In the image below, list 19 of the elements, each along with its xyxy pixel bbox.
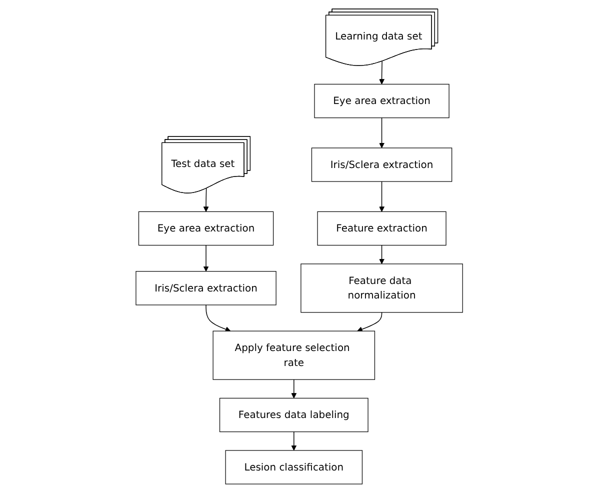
node-box: Lesion classification xyxy=(224,450,362,484)
arrow xyxy=(378,60,384,84)
arrow xyxy=(203,244,208,272)
node-box: Eye area extraction xyxy=(138,211,274,246)
node-box: Apply feature selection rate xyxy=(212,330,375,380)
arrow xyxy=(290,379,296,398)
arrow xyxy=(378,117,384,148)
arrow xyxy=(378,244,384,264)
node-box: Feature data normalization xyxy=(300,264,463,313)
arrow xyxy=(290,431,296,451)
arrow xyxy=(378,181,384,212)
node-box: Feature extraction xyxy=(316,211,446,246)
arrow xyxy=(203,188,208,212)
node-box: Iris/Sclera extraction xyxy=(135,271,276,306)
arrow xyxy=(205,304,230,332)
arrow xyxy=(356,312,382,332)
node-box: Features data labeling xyxy=(219,398,368,432)
node-box: Eye area extraction xyxy=(314,84,450,118)
node-box: Iris/Sclera extraction xyxy=(311,148,452,182)
